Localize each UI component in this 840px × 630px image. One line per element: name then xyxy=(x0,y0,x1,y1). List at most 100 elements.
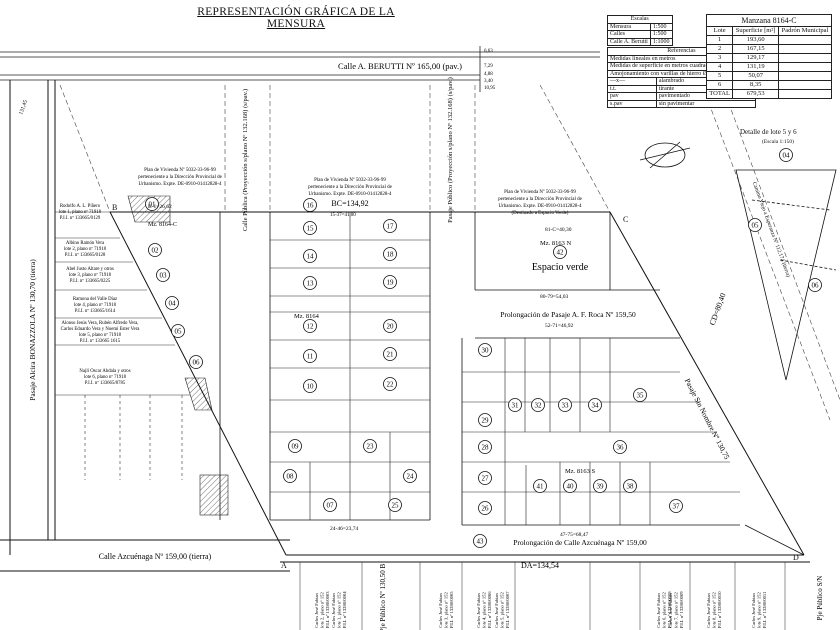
measure-da: DA=134,54 xyxy=(521,561,559,570)
lot-circle xyxy=(383,275,397,289)
svg-text:Urbanismo. Expte. DE-0910-0141: Urbanismo. Expte. DE-0910-01412828-4 xyxy=(308,192,392,197)
lot-number: 28 xyxy=(482,444,490,452)
lot-number: 32 xyxy=(535,402,543,410)
col-header-lote: Lote xyxy=(705,26,734,36)
reference-row: sin pavimentar xyxy=(655,99,756,108)
bottom-owner-line: Carlos José Fabian xyxy=(476,593,481,628)
lot-circle xyxy=(473,534,487,548)
lot-number: 37 xyxy=(673,503,681,511)
calle-berutti-lines xyxy=(0,46,600,92)
total-label: TOTAL xyxy=(705,89,734,99)
lot-circle xyxy=(533,479,547,493)
lot-circle xyxy=(403,469,417,483)
bottom-owner-lines xyxy=(299,562,786,630)
lot-number: 42 xyxy=(557,249,565,257)
lot-circle xyxy=(171,324,185,338)
lot-number: 13 xyxy=(307,280,315,288)
lot-number: 31 xyxy=(512,402,520,410)
svg-text:Abel Justo Altare y otros: Abel Justo Altare y otros xyxy=(66,267,114,272)
lot-number: 03 xyxy=(160,272,168,280)
lot-number: 29 xyxy=(482,417,490,425)
svg-text:Plan de Vivienda Nº 5032-33-96: Plan de Vivienda Nº 5032-33-96-99 xyxy=(504,189,576,195)
street-pasaje-publico: Pasaje Público (Proyección s/plano Nº 13… xyxy=(447,77,454,223)
lot-number: 34 xyxy=(592,402,600,410)
vertex-labels: A B C D xyxy=(112,203,799,570)
lot-circle xyxy=(383,219,397,233)
lot-number: 23 xyxy=(367,443,375,451)
bottom-owner-line: P.I.I. nº 13280/0006 xyxy=(487,591,492,628)
svg-text:lote 3, plano nº 71918: lote 3, plano nº 71918 xyxy=(69,272,112,278)
lot-number: 18 xyxy=(387,251,395,259)
bottom-owner-line: Carlos José Fabian xyxy=(438,593,443,628)
bottom-owner-line: P.I.I. nº 13280/0005 xyxy=(449,591,454,628)
bottom-owner-line: Carlos José Fabian xyxy=(331,593,336,628)
lot-number: 40 xyxy=(567,483,575,491)
street-calle-publica: Calle Pública (Proyección s/plano Nº 132… xyxy=(242,89,249,231)
vertex-b: B xyxy=(112,203,117,212)
bottom-owner-line: Carlos José Fabian xyxy=(656,593,661,628)
area-cell: 131,19 xyxy=(732,62,779,72)
bottom-owner-line: P.I.I. nº 13280/0007 xyxy=(505,591,510,628)
lot-circle xyxy=(165,296,179,310)
svg-text:Albino Ramón Vera: Albino Ramón Vera xyxy=(66,241,105,246)
lot-circle xyxy=(189,355,203,369)
lot-circle xyxy=(558,398,572,412)
lote-cell: 6 xyxy=(705,80,734,90)
padron-cell xyxy=(777,62,833,72)
lot-circle xyxy=(779,148,793,162)
lot-number: 02 xyxy=(152,247,160,255)
block-8163n: Mz. 8163 N xyxy=(540,240,572,247)
espacio-verde-label: Espacio verde xyxy=(532,262,589,273)
lot-number: 33 xyxy=(562,402,570,410)
lot-circle xyxy=(478,413,492,427)
manzana-table-title: Manzana 8164-C xyxy=(706,14,832,26)
scale-row-label: Calle A. Berutti xyxy=(607,37,651,46)
measure-top-4: 3,40 xyxy=(484,79,493,84)
owner-1: Rodolfo A. L. Piñero lote 1, plano nº 71… xyxy=(59,204,102,221)
svg-text:Plan de Vivienda Nº 5032-33-96: Plan de Vivienda Nº 5032-33-96-99 xyxy=(144,167,216,173)
lot-circle xyxy=(148,243,162,257)
north-arrow-icon xyxy=(639,141,691,169)
svg-text:Urbanismo. Expte. DE-0910-0141: Urbanismo. Expte. DE-0910-01412828-4 xyxy=(498,204,582,209)
street-berutti: Calle A. BERUTTI Nº 165,00 (pav.) xyxy=(338,61,462,71)
lot-lines-center xyxy=(270,212,430,520)
lot-number: 08 xyxy=(287,473,295,481)
lot-circle xyxy=(303,349,317,363)
lote-cell: 1 xyxy=(705,35,734,45)
lot-circle xyxy=(478,440,492,454)
padron-cell xyxy=(777,35,833,45)
block-8164c: Mz. 8164-C xyxy=(148,222,177,228)
lot-circle xyxy=(478,343,492,357)
measure-roca-top: 80-79=54,03 xyxy=(540,294,569,300)
neighbour-lines xyxy=(55,211,190,480)
measure-left-dim: 131,45 xyxy=(18,99,29,115)
lot-circle xyxy=(303,249,317,263)
lot-circle xyxy=(613,440,627,454)
lot-circle xyxy=(748,218,762,232)
lot-number: 06 xyxy=(812,282,820,290)
lot-number: 04 xyxy=(169,300,177,308)
total-value: 679,53 xyxy=(732,89,779,99)
svg-text:Carlos Eduardo Vera y Noemí Es: Carlos Eduardo Vera y Noemí Ester Vera xyxy=(61,327,141,332)
area-cell: 50,07 xyxy=(732,71,779,81)
measure-mid-top: 15-37=41,00 xyxy=(330,213,356,218)
lot-circle xyxy=(303,379,317,393)
lot-circle xyxy=(156,268,170,282)
lot-circle xyxy=(288,439,302,453)
reference-code: s.pav xyxy=(607,99,657,108)
hatch-box-bottom xyxy=(199,474,229,516)
area-cell: 193,60 xyxy=(732,35,779,45)
svg-text:Urbanismo. Expte. DE-0910-0141: Urbanismo. Expte. DE-0910-01412828-4 xyxy=(138,182,222,187)
measure-b1: B-1=26,62 xyxy=(148,204,172,210)
measure-bott-dim: 24-46=23,74 xyxy=(330,526,359,532)
lot-number: 04 xyxy=(783,152,791,160)
svg-text:P.I.I. nº 133665/0128: P.I.I. nº 133665/0128 xyxy=(65,252,106,258)
bottom-owner-line: P.I.I. nº 13280/0009 xyxy=(679,591,684,628)
street-bonazzola: Pasaje Alcira BONAZZOLA Nº 130,70 (tierr… xyxy=(28,259,37,401)
